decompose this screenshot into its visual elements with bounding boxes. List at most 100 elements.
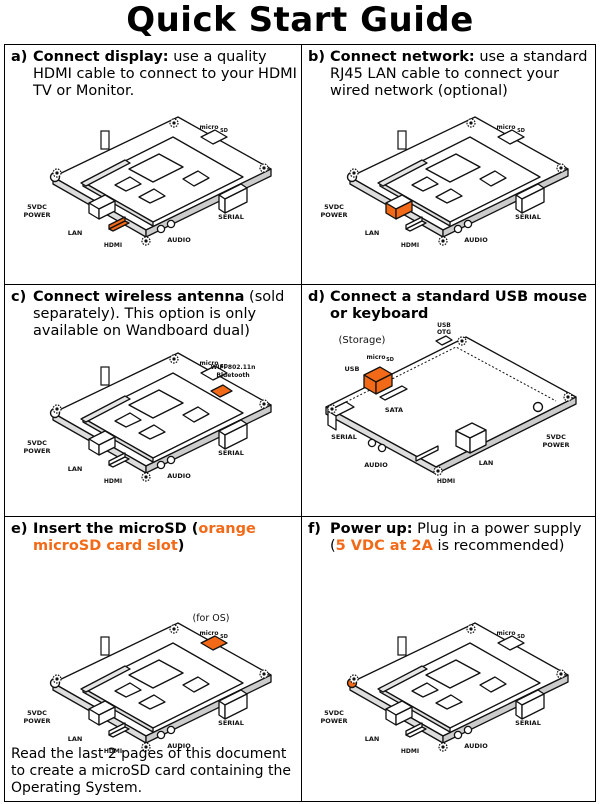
power-label: 5VDC — [27, 709, 47, 717]
step-letter: e) — [11, 521, 28, 537]
step-letter: a) — [11, 49, 28, 65]
screw-left-center — [330, 407, 334, 411]
step-a: a) Connect display: use a quality HDMI c… — [5, 45, 302, 285]
serial-label: SERIAL — [218, 213, 244, 221]
step-letter: b) — [308, 49, 326, 65]
power-jack — [532, 401, 544, 413]
sata-label: SATA — [385, 406, 403, 414]
module-edge-rail — [80, 665, 131, 693]
step-heading: Insert the microSD ( — [33, 521, 199, 537]
screw-right-center — [559, 166, 563, 170]
audio-label: AUDIO — [464, 742, 488, 750]
memory-chip-3 — [182, 676, 210, 693]
module-edge-rail — [80, 159, 131, 187]
power-label: 5VDC — [546, 433, 566, 441]
standoff-post — [100, 636, 110, 656]
serial-port-side — [224, 423, 248, 450]
hdmi-label: HDMI — [437, 478, 455, 485]
audio-jack-1 — [453, 730, 463, 740]
step-letter: c) — [11, 289, 27, 305]
cpu-chip — [425, 153, 481, 183]
serial-port-front — [327, 410, 337, 431]
screw-left-center — [55, 407, 59, 411]
screw-bottom-center — [441, 745, 445, 749]
step-e: e) Insert the microSD (orange microSD ca… — [5, 517, 302, 801]
screw-left-center — [352, 171, 356, 175]
serial-label: SERIAL — [331, 433, 357, 441]
module-edge-rail — [377, 665, 428, 693]
power-label: 5VDC — [27, 203, 47, 211]
serial-label: SERIAL — [218, 449, 244, 457]
step-text: use a quality HDMI cable to connect to y… — [33, 49, 297, 99]
usb-otg-label: USB — [437, 322, 451, 329]
screw-left-center — [352, 677, 356, 681]
usb-otg-label-2: OTG — [437, 329, 451, 336]
storage-callout: (Storage) — [339, 335, 386, 346]
screw-left-center — [55, 677, 59, 681]
screw-right-center — [566, 395, 570, 399]
audio-jack-2 — [377, 443, 387, 453]
hdmi-port-front — [108, 220, 130, 232]
screw-top-center — [460, 339, 464, 343]
cpu-chip — [128, 389, 184, 419]
step-text: use a standard RJ45 LAN cable to connect… — [330, 49, 588, 99]
power-label-2: POWER — [543, 441, 570, 449]
step-heading: Power up: — [330, 521, 413, 537]
microsd-logo-sd: SD — [517, 634, 525, 640]
page-title: Quick Start Guide — [126, 0, 474, 40]
step-c: c) Connect wireless antenna (sold separa… — [5, 285, 302, 517]
lan-label: LAN — [365, 735, 380, 743]
step-heading: Connect a standard USB mouse or keyboard — [330, 289, 588, 322]
step-letter: f) — [308, 521, 321, 537]
lan-label: LAN — [68, 735, 83, 743]
standoff-post — [397, 130, 407, 150]
screw-top-center — [172, 357, 176, 361]
microsd-logo-sd: SD — [220, 364, 228, 370]
power-label-2: POWER — [321, 211, 348, 219]
step-text: (sold separately). This option is only a… — [33, 289, 285, 339]
cpu-chip — [128, 153, 184, 183]
sata-connector — [379, 385, 408, 401]
hdmi-port-front — [108, 456, 130, 468]
serial-port-front — [515, 194, 523, 214]
memory-chip-2 — [138, 424, 166, 440]
power-label-2: POWER — [24, 717, 51, 725]
audio-jack-2 — [463, 219, 473, 229]
memory-chip-1 — [411, 682, 439, 698]
bluetooth-label: Bluetooth — [216, 372, 249, 379]
microsd-logo-sd: SD — [517, 128, 525, 134]
power-label-2: POWER — [24, 447, 51, 455]
memory-chip-2 — [435, 694, 463, 710]
screw-right-center — [262, 402, 266, 406]
lan-port-side — [98, 706, 116, 726]
step-f: f) Power up: Plug in a power supply (5 V… — [302, 517, 595, 801]
memory-chip-1 — [114, 412, 142, 428]
hdmi-port-front — [108, 726, 130, 738]
memory-chip-2 — [138, 694, 166, 710]
memory-chip-1 — [114, 682, 142, 698]
memory-chip-3 — [479, 170, 507, 187]
standoff-post — [100, 366, 110, 386]
audio-label: AUDIO — [464, 236, 488, 244]
step-heading: Connect network: — [330, 49, 475, 65]
lan-label: LAN — [68, 465, 83, 473]
lan-label: LAN — [479, 459, 494, 467]
audio-label: AUDIO — [167, 742, 191, 750]
lan-label: LAN — [365, 229, 380, 237]
memory-chip-2 — [435, 188, 463, 204]
screw-left-center — [55, 171, 59, 175]
step-heading: Connect display: — [33, 49, 169, 65]
microsd-logo-sd: SD — [220, 128, 228, 134]
screw-bottom-center — [144, 475, 148, 479]
step-highlight: 5 VDC at 2A — [335, 538, 433, 554]
power-label-2: POWER — [321, 717, 348, 725]
step-text-before: Plug in a power supply ( — [330, 521, 582, 554]
microsd-logo-text: micro — [367, 354, 386, 361]
step-letter: d) — [308, 289, 326, 305]
serial-port-front — [218, 194, 226, 214]
lan-port-side — [469, 429, 487, 454]
module-edge-rail — [377, 159, 428, 187]
step-d: d) Connect a standard USB mouse or keybo… — [302, 285, 595, 517]
